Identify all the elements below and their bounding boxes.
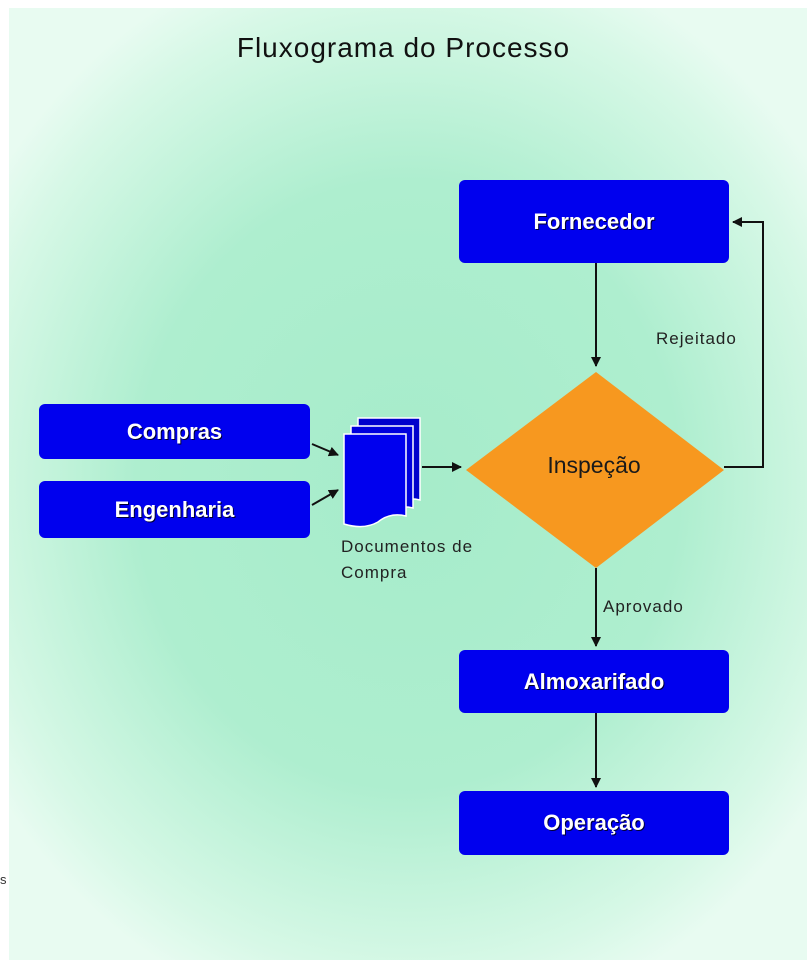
arrow-engenharia-documentos <box>311 489 339 506</box>
almoxarifado-box: Almoxarifado <box>459 650 729 713</box>
compras-box: Compras <box>39 404 310 459</box>
fornecedor-box: Fornecedor <box>459 180 729 263</box>
diagram-title: Fluxograma do Processo <box>236 32 571 63</box>
edge-glyph: s <box>0 872 7 887</box>
inspecao-diamond <box>466 372 724 568</box>
documentos-label-line1: Documentos de <box>341 537 474 556</box>
inspecao-label: Inspeção <box>547 452 641 478</box>
operacao-box: Operação <box>459 791 729 855</box>
arrow-compras-documentos <box>311 443 339 457</box>
documentos-label-line2: Compra <box>341 563 408 582</box>
documentos-icon <box>343 417 421 528</box>
aprovado-label: Aprovado <box>603 597 684 616</box>
rejeitado-label: Rejeitado <box>656 329 737 348</box>
arrow-rejeitado <box>724 217 764 468</box>
engenharia-box: Engenharia <box>39 481 310 538</box>
